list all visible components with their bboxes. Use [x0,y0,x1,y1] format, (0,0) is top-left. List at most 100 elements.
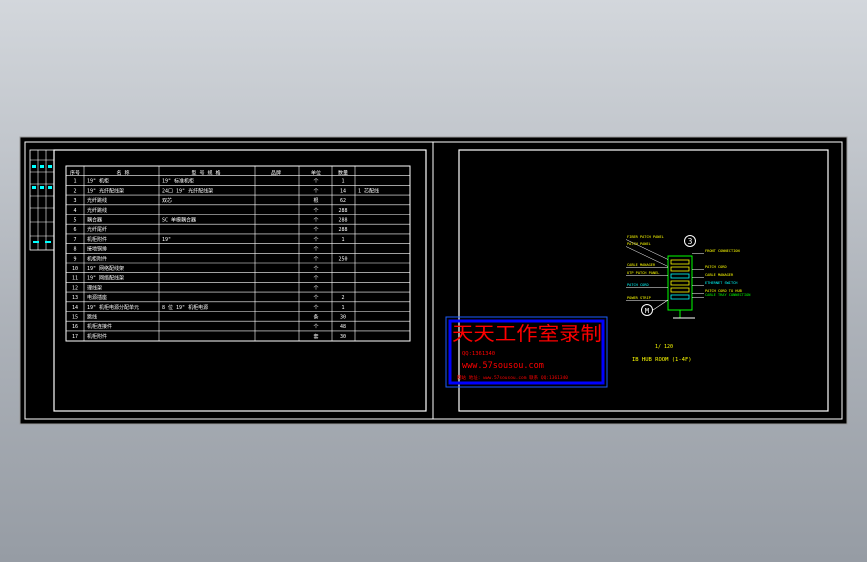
table-cell-unit: 个 [313,266,318,272]
title-block-mark [45,241,51,243]
table-cell-no: 12 [72,285,78,291]
table-cell-no: 14 [72,305,78,311]
rack-unit [670,294,690,300]
rack-unit [670,280,690,286]
table-cell-name: 19" 机柜电源分配单元 [87,304,139,311]
table-cell-unit: 个 [313,324,318,330]
header-brand: 品牌 [271,170,281,177]
callout-balloon-top [684,235,696,247]
title-block-strip [29,149,55,251]
header-name: 名 称 [116,170,129,177]
header-unit: 单位 [311,170,321,177]
table-cell-no: 2 [73,188,76,194]
table-cell-qty: 1 [341,179,344,185]
title-block-mark [32,186,36,189]
table-cell-no: 4 [73,208,76,214]
table-cell-name: 19" 机柜 [87,178,109,185]
callout-label-right: PATCH CORD TO HUB [705,289,742,293]
callout-balloon-bottom-label: M [645,307,649,315]
title-block-mark [48,186,52,189]
table-cell-unit: 个 [313,237,318,243]
table-cell-unit: 个 [313,218,318,224]
table-cell-name: 耦合器 [87,217,102,224]
watermark-stamp: 天天工作室录制 QQ:1361340 www.57sousou.com 网站 地… [445,316,608,388]
table-cell-name: 光纤跳线 [87,207,107,214]
table-cell-qty: 288 [338,208,347,214]
table-cell-qty: 1 [341,305,344,311]
table-cell-unit: 个 [313,295,318,301]
rack-unit [670,259,690,265]
watermark-inner-box [448,319,605,385]
title-block-mark [40,186,44,189]
table-cell-name: 机柜附件 [87,333,107,340]
table-cell-spec: 8 位 19" 机柜电源 [162,304,208,311]
table-cell-spec: 24口 19" 光纤配线架 [162,187,213,194]
callout-label-left: POWER STRIP [627,296,651,300]
table-cell-unit: 个 [313,276,318,282]
callout-label-left: UTP PATCH PANEL [627,271,659,275]
table-cell-qty: 250 [338,256,347,262]
table-cell-name: 19" 光纤配线架 [87,187,124,194]
table-cell-spec: SC 单模耦合器 [162,217,196,224]
table-cell-name: 机柜附件 [87,236,107,243]
callout-label-left: PATCH PANEL [627,242,651,246]
table-cell-no: 15 [72,315,78,321]
watermark-qq: QQ:1361340 [462,351,495,357]
callout-balloon-top-label: 3 [688,237,693,246]
table-cell-name: 光纤跳线 [87,197,107,204]
table-cell-qty: 48 [340,324,346,330]
title-block-mark [33,241,39,243]
table-cell-qty: 1 [341,237,344,243]
title-block-mark [40,165,44,168]
rack-unit [670,273,690,279]
table-cell-no: 9 [73,256,76,262]
watermark-title: 天天工作室录制 [452,323,602,345]
watermark-footer: 网站 地址: www.57sousou.com 联系 QQ:1361340 [457,374,568,381]
title-block-mark [32,165,36,168]
table-cell-unit: 个 [313,179,318,185]
rack-unit [670,287,690,293]
leader-line [625,239,669,260]
callout-label-right: PATCH CORD [705,265,727,269]
header-qty: 数量 [338,170,348,177]
table-grid [66,166,410,341]
table-cell-no: 11 [72,276,78,282]
header-no: 序号 [70,170,80,177]
callout-leader [652,299,669,311]
table-cell-qty: 288 [338,227,347,233]
table-cell-spec: 19" [162,237,171,243]
table-cell-no: 13 [72,295,78,301]
table-cell-no: 7 [73,237,76,243]
table-header-row: 序号 名 称 型 号 规 格 品牌 单位 数量 [70,170,348,177]
table-cell-unit: 套 [313,333,318,340]
header-spec: 型 号 规 格 [191,170,220,177]
table-cell-name: 电源插座 [87,294,107,301]
table-cell-spec: 双芯 [162,197,172,204]
table-cell-name: 跳线 [87,314,97,321]
callout-label-left: FIBER PATCH PANEL [627,235,664,239]
table-cell-qty: 14 [340,188,346,194]
rack-unit [670,266,690,272]
table-cell-no: 17 [72,334,78,340]
table-cell-note: 1 芯配线 [358,187,379,194]
table-cell-qty: 288 [338,218,347,224]
leader-line [625,246,669,267]
table-cell-unit: 个 [313,256,318,262]
